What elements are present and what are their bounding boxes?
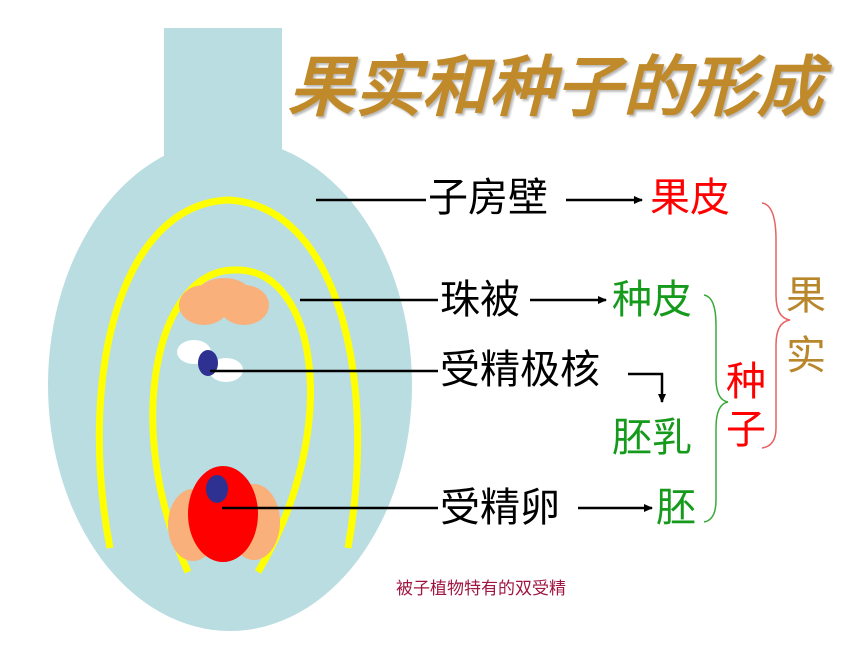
label-pericarp: 果皮 <box>650 175 730 221</box>
group-fruit-char-1: 果 <box>786 273 826 319</box>
ovary-wall-ring <box>95 196 362 549</box>
label-ovary-wall: 子房壁 <box>428 175 548 221</box>
label-seed-coat: 种皮 <box>612 277 692 323</box>
arrow-polar-to-endosperm <box>628 372 666 403</box>
label-fertilized-polar-nuclei: 受精极核 <box>440 347 600 393</box>
label-endosperm: 胚乳 <box>612 415 692 461</box>
group-fruit-char-2: 实 <box>786 333 826 379</box>
label-embryo: 胚 <box>656 485 696 531</box>
label-integument: 珠被 <box>440 277 520 323</box>
fertilized-egg-cell <box>188 466 258 562</box>
integument-ring <box>149 266 314 574</box>
egg-nucleus <box>206 475 228 503</box>
caption: 被子植物特有的双受精 <box>396 579 566 599</box>
page-title: 果实和种子的形成 <box>288 49 824 126</box>
fruit-brace <box>761 202 791 449</box>
seed-brace <box>703 294 729 523</box>
polar-nucleus <box>198 350 218 376</box>
group-seed-char-1: 种 <box>726 359 766 405</box>
label-fertilized-egg: 受精卵 <box>440 485 560 531</box>
group-seed-char-2: 子 <box>726 407 766 453</box>
top-tissue-mid <box>198 278 250 308</box>
